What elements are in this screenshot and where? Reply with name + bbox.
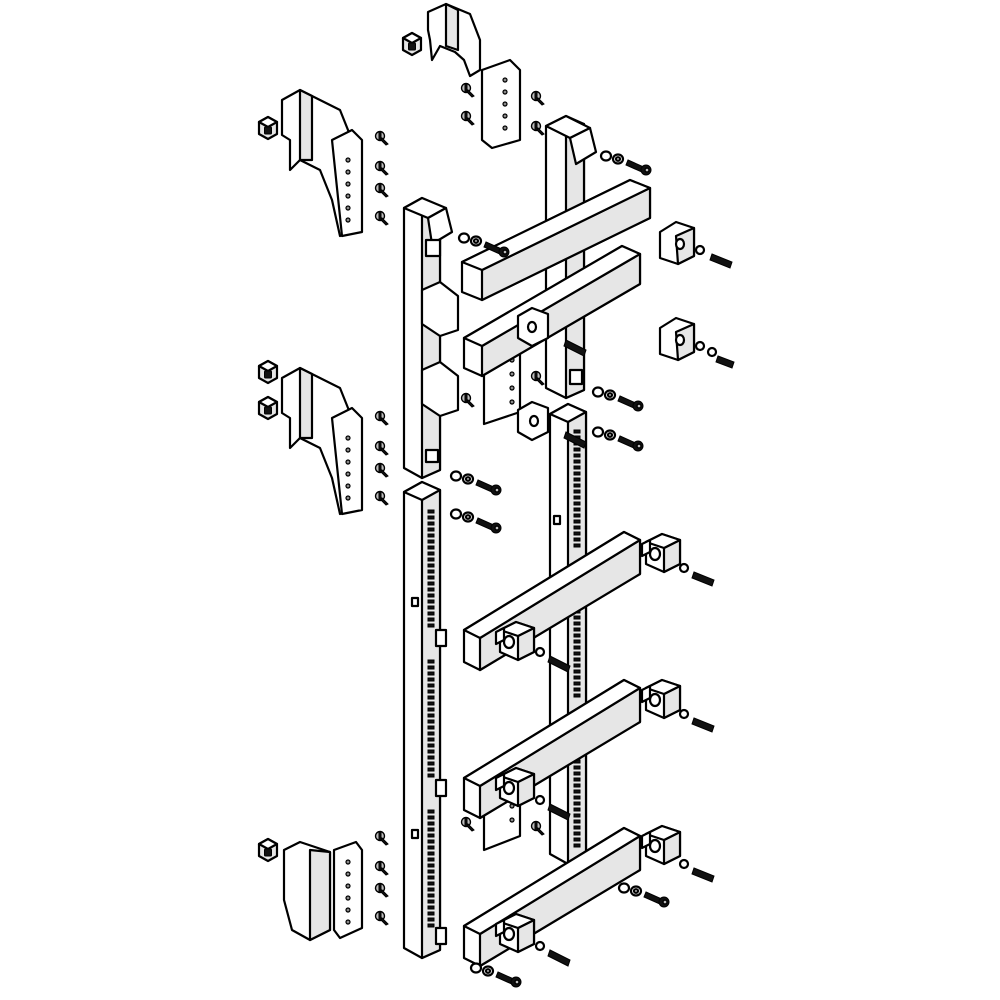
bolt-icon <box>591 426 645 453</box>
nut-icon <box>257 115 279 141</box>
nut-icon <box>257 359 279 385</box>
upper-front-support <box>402 196 460 480</box>
screw-icon <box>530 820 545 836</box>
screw-icon <box>530 370 545 386</box>
bolt-set-right <box>678 244 735 883</box>
screw-icon <box>460 816 475 832</box>
busbar-clamp <box>640 678 682 720</box>
bolt-icon <box>469 962 523 989</box>
screw-icon <box>374 860 389 876</box>
busbar-upper-1 <box>460 178 652 302</box>
nut-icon <box>257 837 279 863</box>
screw-icon <box>460 82 475 98</box>
bolt-set-center <box>534 339 587 967</box>
screw-icon <box>374 440 389 456</box>
screw-icon <box>374 182 389 198</box>
wall-bracket-lower <box>282 840 364 942</box>
nut-icon <box>257 395 279 421</box>
busbar-upper-2 <box>462 244 642 378</box>
bolt-icon <box>617 882 671 909</box>
clamp-upper-low <box>516 400 550 442</box>
bolt-icon <box>591 386 645 413</box>
screw-icon <box>530 90 545 106</box>
bolt-icon <box>449 508 503 535</box>
clamp-upper-mid <box>516 306 550 348</box>
busbar-clamp <box>640 824 682 866</box>
screw-icon <box>374 910 389 926</box>
screw-icon <box>374 830 389 846</box>
loose-clamp-1 <box>658 220 696 266</box>
screw-icon <box>374 462 389 478</box>
bolt-icon <box>449 470 503 497</box>
screw-icon <box>374 210 389 226</box>
screw-icon <box>374 130 389 146</box>
lower-front-support <box>402 480 448 960</box>
busbar-clamp <box>640 532 682 574</box>
loose-clamp-2 <box>658 316 696 362</box>
lower-rear-support <box>548 402 588 866</box>
screw-icon <box>374 490 389 506</box>
screw-icon <box>374 882 389 898</box>
screw-icon <box>374 410 389 426</box>
bolt-icon <box>599 150 653 177</box>
screw-icon <box>460 392 475 408</box>
wall-bracket-upper <box>280 88 364 238</box>
screw-icon <box>460 110 475 126</box>
screw-icon <box>374 160 389 176</box>
nut-icon <box>401 31 423 57</box>
screw-icon <box>530 120 545 136</box>
wall-bracket-top <box>426 2 522 150</box>
wall-bracket-middle <box>280 366 364 516</box>
